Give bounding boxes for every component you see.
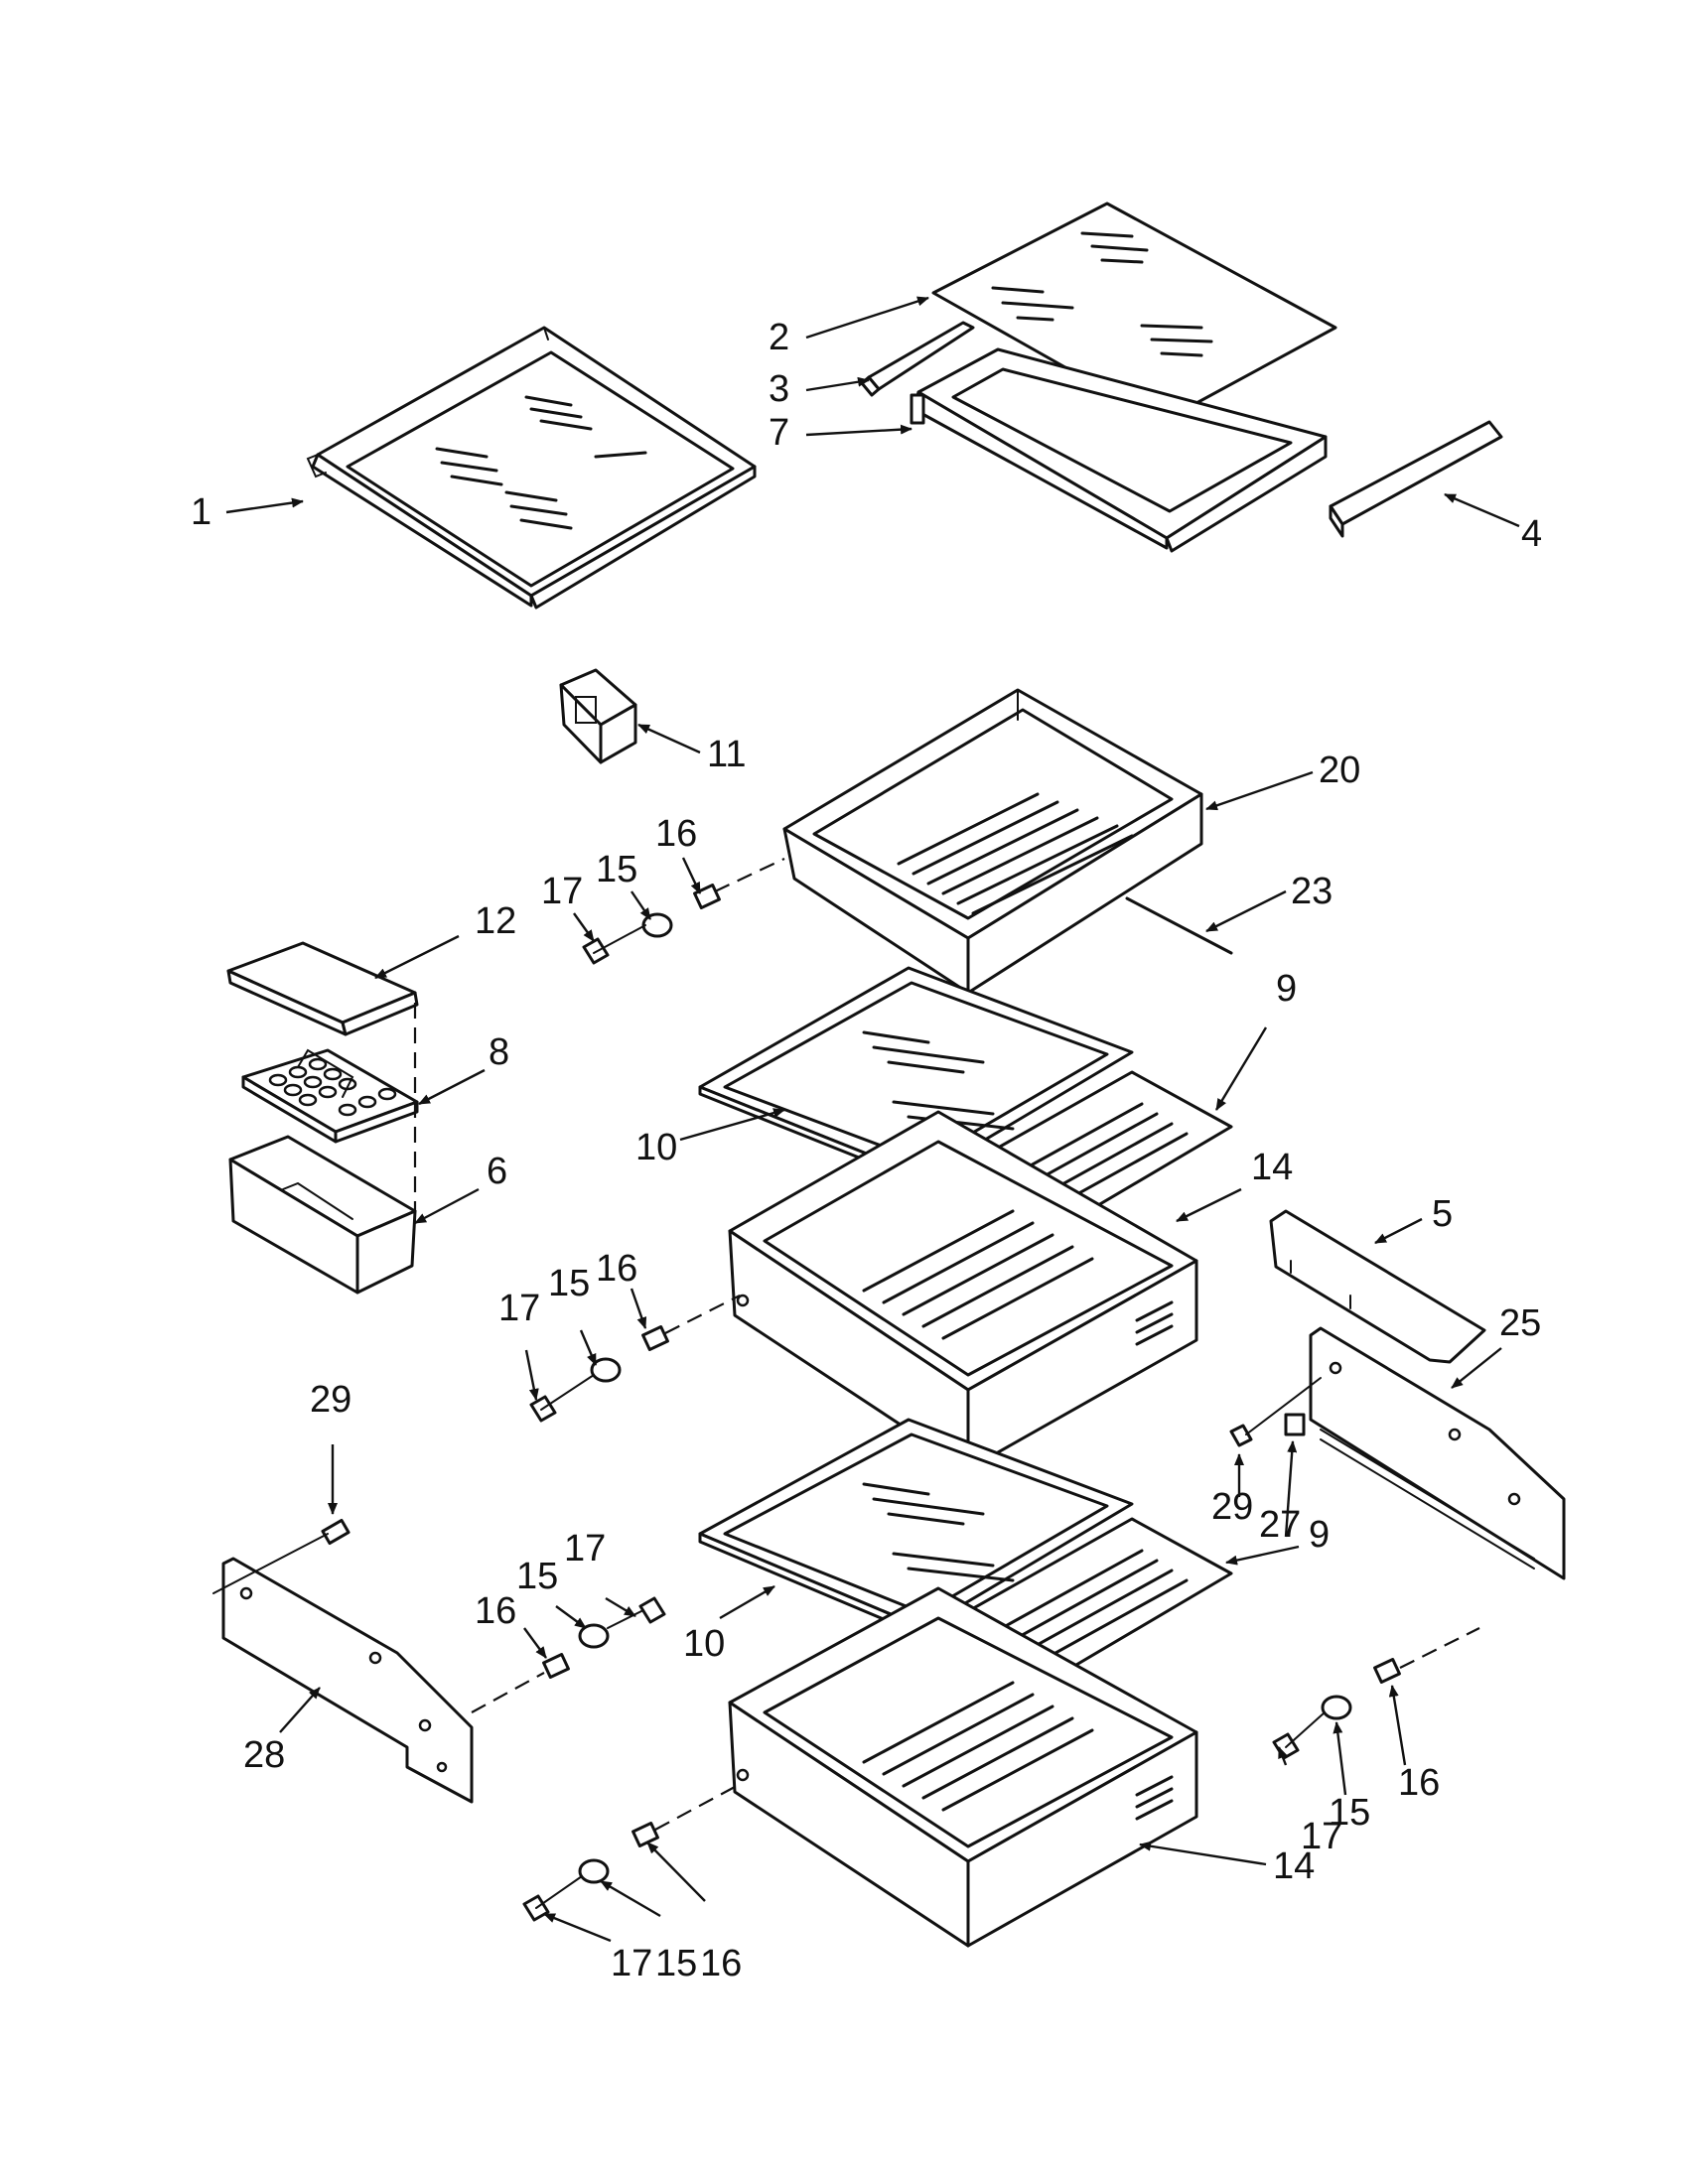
glass-reflection-marks [435,395,647,530]
part-23-rod [1125,896,1233,955]
callout-15-b: 15 [548,1263,590,1304]
callout-17-c: 17 [564,1528,606,1570]
callout-14-a: 14 [1251,1147,1293,1188]
part-8-egg-tray [241,1048,419,1144]
callout-16-c: 16 [475,1590,516,1632]
part-25-right-bracket [1309,1326,1566,1580]
callout-28: 28 [243,1734,285,1776]
callout-7: 7 [769,412,789,454]
callout-14-b: 14 [1273,1845,1315,1887]
drawer-ribs [862,1209,1094,1340]
hardware-set-f [1272,1627,1480,1760]
glass-reflection-marks [991,231,1213,357]
callout-labels: 1 2 3 7 4 11 20 23 16 15 17 12 8 6 9 10 … [191,317,1542,1984]
callout-4: 4 [1521,513,1542,555]
callout-6: 6 [487,1151,507,1192]
vent-slots [1135,1300,1174,1346]
callout-17-b: 17 [498,1288,540,1329]
callout-17-e: 17 [611,1943,652,1984]
callout-15-d: 15 [1329,1792,1370,1834]
callout-25: 25 [1499,1302,1541,1344]
callout-15-a: 15 [596,849,637,890]
part-14-lower-crisper [728,1586,1198,1948]
callout-10-a: 10 [635,1127,677,1168]
hardware-set-c [1229,1377,1322,1447]
callout-12: 12 [475,900,516,942]
callout-9-b: 9 [1309,1514,1330,1556]
callout-10-b: 10 [683,1623,725,1665]
callout-1: 1 [191,491,211,533]
callout-16-d: 16 [1398,1762,1440,1804]
callout-11: 11 [707,734,746,775]
callout-23: 23 [1291,871,1333,912]
hardware-set-b [529,1295,741,1423]
callout-9-a: 9 [1276,968,1297,1010]
callout-17-d: 17 [1301,1816,1342,1857]
callout-3: 3 [769,368,789,410]
part-14-upper-crisper [728,1110,1198,1471]
part-27-clip [1284,1413,1306,1436]
part-20-meat-pan [782,688,1203,995]
callout-29-a: 29 [310,1379,351,1421]
callout-16-b: 16 [596,1248,637,1290]
callout-5: 5 [1432,1193,1453,1235]
egg-holes [268,1057,397,1117]
callout-8: 8 [489,1031,509,1073]
leader-lines [225,296,1520,1943]
hardware-set-d [212,1518,351,1594]
callout-27: 27 [1259,1504,1301,1546]
part-4-rear-trim [1329,420,1503,538]
part-5-rail [1269,1209,1486,1364]
vent-slots [1135,1775,1174,1821]
hardware-set-e [471,1596,666,1713]
callout-15-c: 15 [516,1556,558,1597]
part-11-duct [559,668,637,764]
part-12-egg-cover [226,941,419,1036]
callout-16-e: 16 [700,1943,742,1984]
part-7-shelf-frame [910,347,1328,553]
pan-ribs [897,792,1134,915]
part-6-bin [228,1135,417,1295]
callout-16-a: 16 [655,813,697,855]
callout-29-b: 29 [1211,1486,1253,1528]
callout-15-e: 15 [655,1943,697,1984]
part-28-left-bracket [221,1557,474,1804]
drawer-ribs [862,1681,1094,1812]
part-10-lower-shelf [698,1418,1134,1638]
hardware-set-g [522,1786,736,1922]
callout-2: 2 [769,317,789,358]
callout-17-a: 17 [541,871,583,912]
part-3-front-trim [860,321,975,397]
part-1-glass-shelf [306,326,757,610]
callout-20: 20 [1319,750,1360,791]
